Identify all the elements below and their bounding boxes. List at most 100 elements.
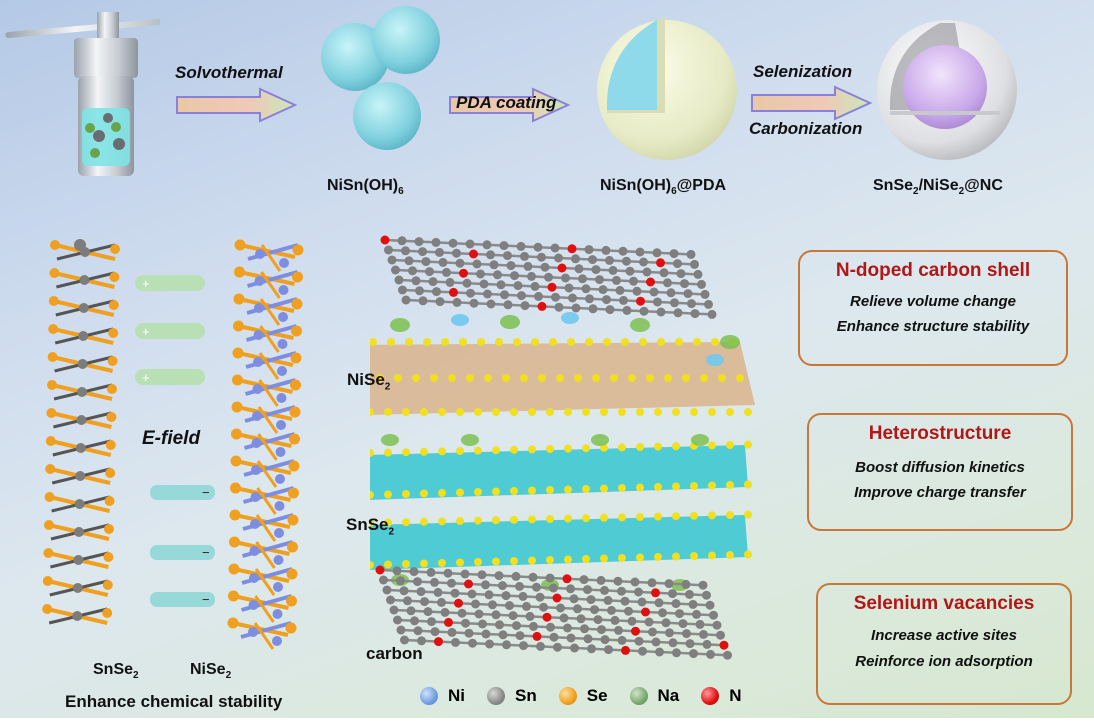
se-atom xyxy=(492,516,500,525)
c-atom xyxy=(617,586,626,596)
se-atom xyxy=(510,557,518,565)
c-atom xyxy=(593,615,603,625)
c-atom xyxy=(649,287,659,297)
se-bond xyxy=(253,622,275,650)
c-atom xyxy=(498,581,507,591)
c-atom xyxy=(615,285,625,295)
c-atom xyxy=(398,285,407,295)
c-atom xyxy=(409,567,419,577)
c-atom xyxy=(546,622,555,632)
c-atom xyxy=(545,573,555,583)
sn-atom xyxy=(73,555,84,565)
c-atom xyxy=(443,568,453,578)
se-atom xyxy=(736,374,744,382)
box-title: N-doped carbon shell xyxy=(835,260,1031,281)
box-line: Increase active sites xyxy=(871,627,1017,644)
se-atom xyxy=(420,517,428,526)
se-atom xyxy=(564,555,572,564)
c-atom xyxy=(549,583,558,593)
se-atom xyxy=(232,347,244,359)
se-atom xyxy=(636,443,644,451)
se-atom xyxy=(430,374,438,382)
layer-label-nise2: NiSe2 xyxy=(347,370,391,393)
n-atom xyxy=(454,598,463,608)
c-atom xyxy=(536,641,545,651)
se-atom xyxy=(744,550,752,559)
se-atom xyxy=(726,441,734,449)
c-atom xyxy=(605,255,614,265)
c-atom xyxy=(688,599,698,609)
c-atom xyxy=(632,286,642,296)
se-atom xyxy=(492,408,500,416)
se-atom xyxy=(618,408,626,416)
c-atom xyxy=(479,279,489,289)
c-atom xyxy=(420,597,429,607)
se-atom xyxy=(700,374,708,382)
se-atom xyxy=(104,496,115,506)
sn-atom xyxy=(75,443,86,453)
n-atom xyxy=(537,301,547,311)
n-atom xyxy=(444,617,453,627)
ni-atom xyxy=(254,303,264,313)
c-atom xyxy=(675,609,684,619)
na-atom-icon xyxy=(629,687,648,705)
se-atom xyxy=(456,558,464,567)
se-atom xyxy=(675,338,683,346)
se-atom xyxy=(474,488,482,496)
n-atom xyxy=(656,258,665,268)
se-atom xyxy=(531,338,539,346)
se-atom xyxy=(370,408,374,416)
c-atom xyxy=(642,267,652,277)
c-atom xyxy=(699,629,708,639)
c-atom xyxy=(651,637,661,647)
se-atom xyxy=(546,515,554,523)
se-atom xyxy=(585,338,593,346)
c-atom xyxy=(608,265,618,275)
ni-atom xyxy=(249,573,259,583)
c-atom xyxy=(452,297,462,307)
se-atom xyxy=(510,487,518,495)
se-atom xyxy=(370,491,374,499)
c-atom xyxy=(587,644,596,654)
se-atom xyxy=(105,468,116,478)
se-atom xyxy=(520,374,528,382)
c-atom xyxy=(379,575,388,585)
c-atom xyxy=(486,250,495,260)
n-atom xyxy=(464,579,473,589)
c-atom xyxy=(673,259,682,269)
se-atom xyxy=(285,622,297,634)
c-atom xyxy=(457,608,467,618)
anion-marker xyxy=(150,592,215,607)
feature-box-heterostructure: Heterostructure Boost diffusion kinetics… xyxy=(807,413,1073,531)
se-atom xyxy=(528,556,536,565)
c-atom xyxy=(437,597,446,607)
se-atom xyxy=(618,443,626,452)
c-atom xyxy=(433,587,443,597)
se-atom xyxy=(474,558,482,566)
c-atom xyxy=(556,603,565,613)
se-atom xyxy=(438,408,446,416)
c-atom xyxy=(417,636,426,646)
se-atom xyxy=(441,338,449,346)
c-atom xyxy=(613,576,623,586)
se-atom xyxy=(228,590,239,602)
c-atom xyxy=(656,307,666,317)
se-atom xyxy=(107,384,117,394)
se-atom xyxy=(370,561,374,569)
se-atom xyxy=(664,374,672,382)
c-atom xyxy=(435,297,445,307)
ni-atom xyxy=(273,582,283,592)
se-atom xyxy=(672,512,680,521)
se-atom xyxy=(693,338,701,346)
c-atom xyxy=(461,618,470,628)
c-atom xyxy=(668,638,678,648)
c-atom xyxy=(586,595,596,605)
c-atom xyxy=(386,595,395,605)
c-atom xyxy=(496,280,506,290)
n-atom xyxy=(636,296,645,306)
ion xyxy=(451,314,469,326)
c-atom xyxy=(598,285,608,295)
ni-atom xyxy=(274,528,284,538)
c-atom xyxy=(510,271,519,281)
c-atom xyxy=(448,238,458,248)
